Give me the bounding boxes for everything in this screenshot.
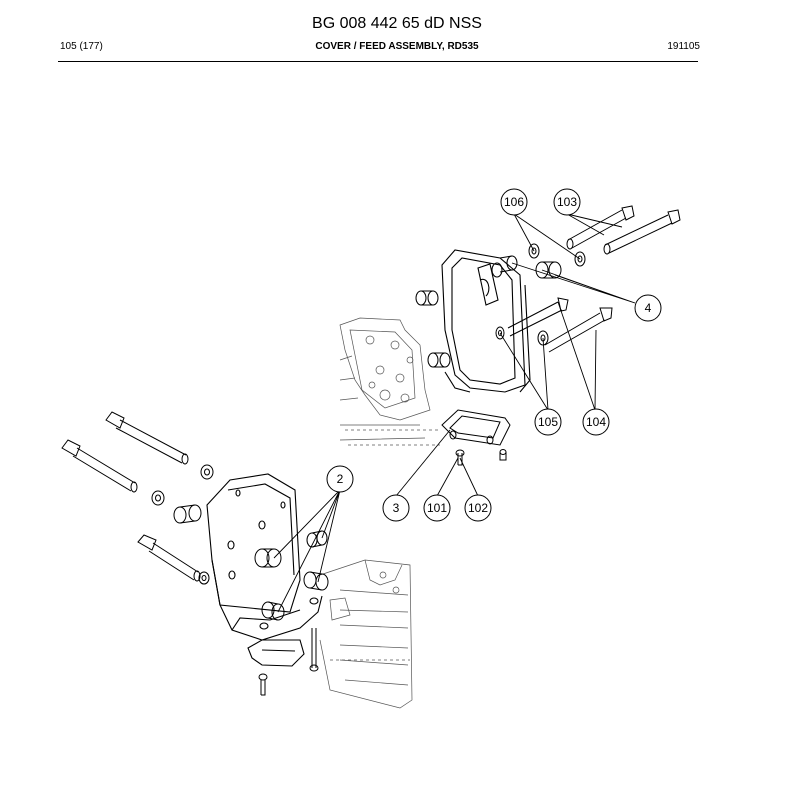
section-title: COVER / FEED ASSEMBLY, RD535	[315, 41, 479, 52]
callout-101: 101	[427, 501, 447, 515]
lower-bolts-104	[507, 297, 613, 353]
lower-frame-outline	[319, 559, 413, 709]
upper-spacers	[415, 290, 451, 368]
leader-lines	[273, 213, 636, 613]
cover-plate-3	[441, 409, 511, 446]
document-number: BG 008 442 65 dD NSS	[312, 15, 482, 32]
upper-spacers-4	[491, 255, 562, 279]
header-rule	[58, 61, 698, 62]
callouts: 106 103 4 105 104 2 3 101 102	[326, 188, 662, 522]
callout-102: 102	[468, 501, 488, 515]
callout-103: 103	[557, 195, 577, 209]
callout-2: 2	[337, 472, 344, 486]
upper-bracket	[441, 249, 531, 393]
upper-washers-106	[528, 243, 586, 267]
lower-spacers-2	[173, 504, 329, 621]
upper-frame-outline	[339, 317, 440, 446]
upper-bolts-103	[566, 205, 681, 255]
callout-106: 106	[504, 195, 524, 209]
washers-105	[495, 326, 549, 346]
page-number: 105 (177)	[60, 41, 103, 52]
lower-bracket	[206, 473, 323, 667]
lower-washers	[151, 464, 214, 585]
callout-104: 104	[586, 415, 606, 429]
date-code: 191105	[667, 41, 700, 52]
callout-3: 3	[393, 501, 400, 515]
lower-long-bolts	[61, 411, 201, 582]
callout-4: 4	[645, 301, 652, 315]
screws-101-102	[455, 449, 507, 466]
lower-screws	[258, 628, 319, 696]
callout-105: 105	[538, 415, 558, 429]
